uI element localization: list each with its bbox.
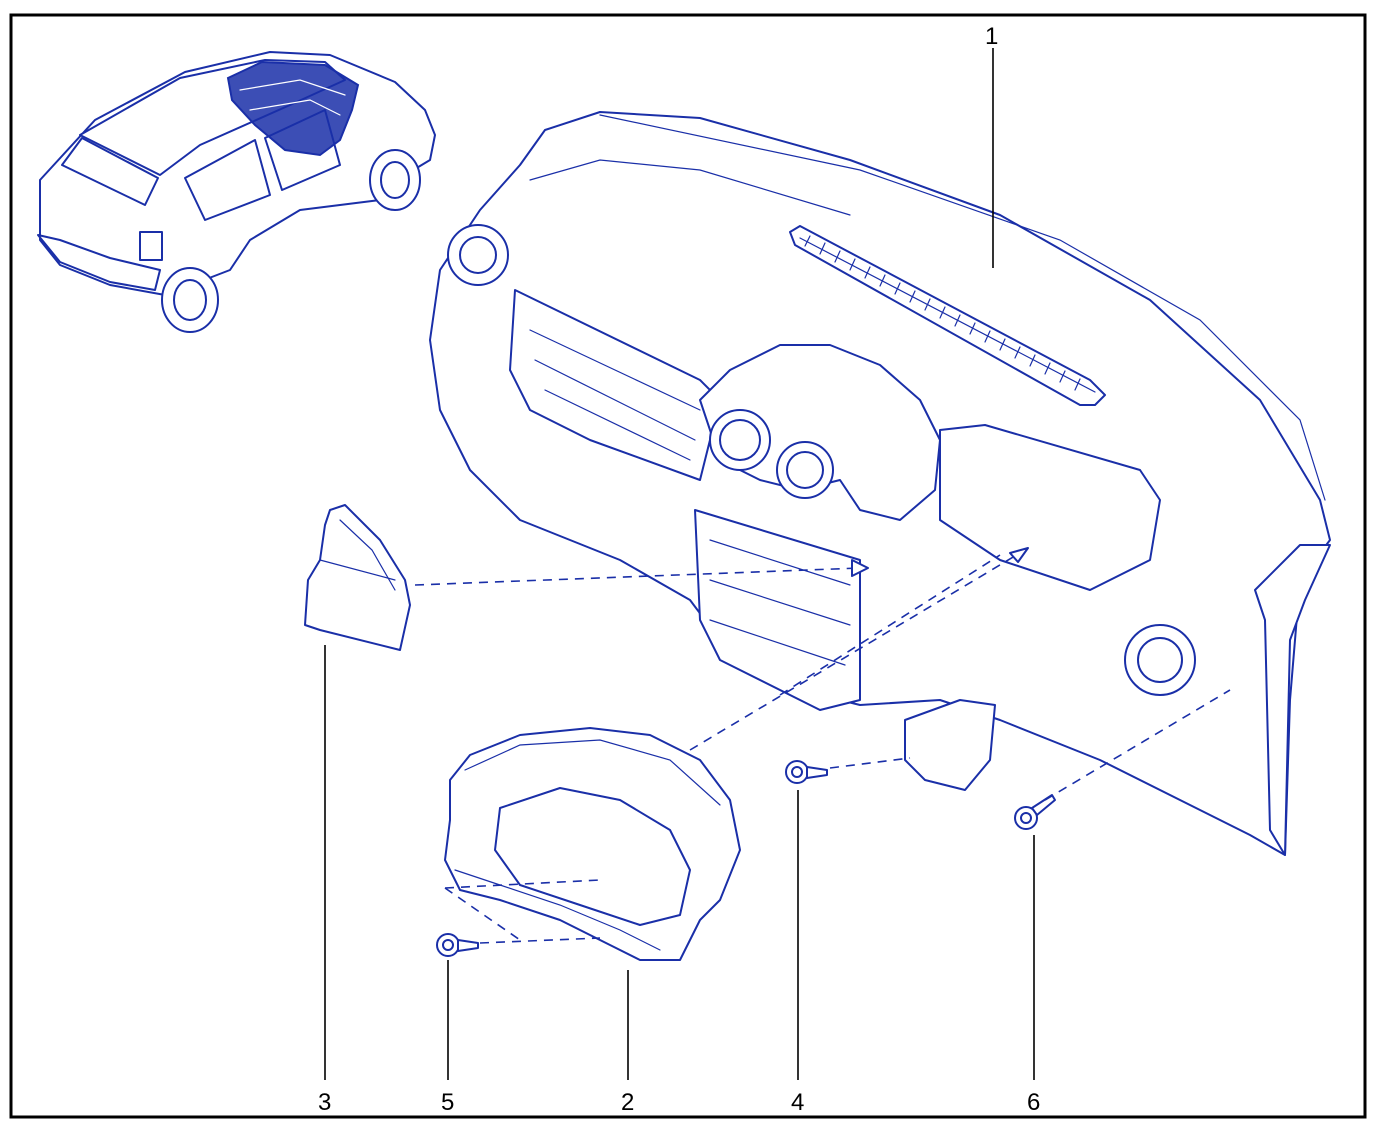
callout-1: 1	[985, 23, 998, 50]
assembly-guide-lines	[414, 547, 1231, 944]
callout-2: 2	[621, 1089, 634, 1116]
side-trim-part-3	[304, 504, 411, 651]
callout-6: 6	[1027, 1089, 1040, 1116]
screw-part-5	[436, 933, 479, 957]
highlighted-dashboard-icon	[226, 60, 360, 157]
callout-3: 3	[318, 1089, 331, 1116]
vent-grille-slats-icon	[799, 235, 1096, 393]
vehicle-locator	[37, 51, 436, 333]
screw-part-4	[785, 760, 828, 784]
callout-4: 4	[791, 1089, 804, 1116]
dashboard-part-1	[429, 111, 1331, 856]
cluster-hood-part-2	[444, 727, 741, 961]
callout-5: 5	[441, 1089, 454, 1116]
diagram-frame	[9, 13, 1367, 1119]
screw-part-6	[1014, 794, 1056, 830]
leader-lines	[324, 48, 1035, 1080]
